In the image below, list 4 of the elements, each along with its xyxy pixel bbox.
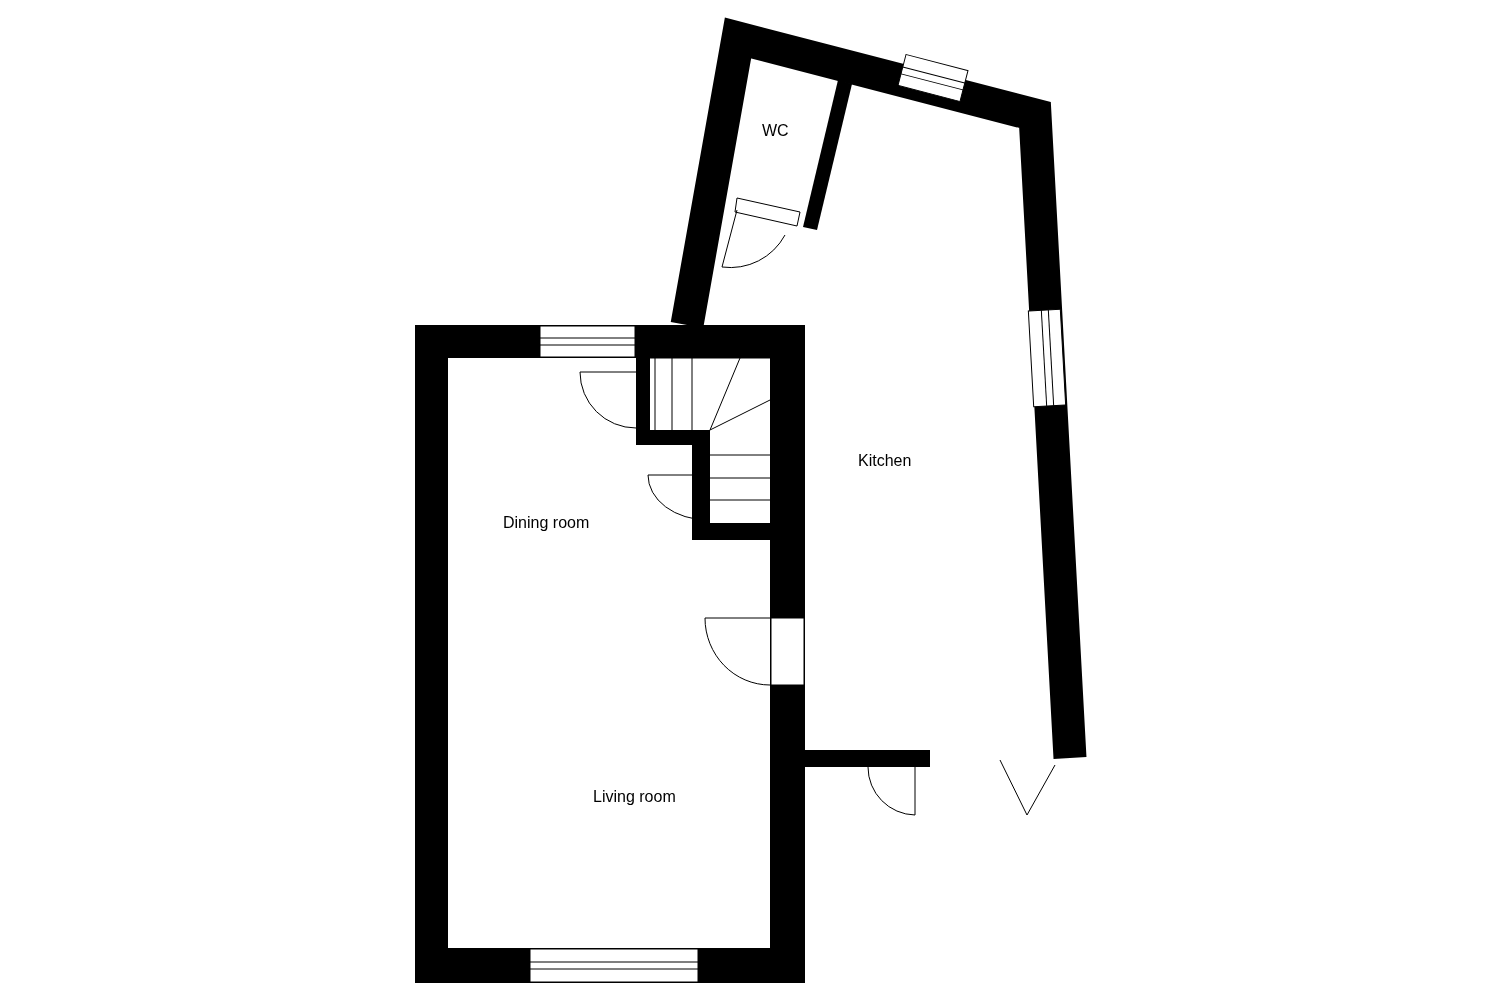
room-label: WC xyxy=(762,122,789,140)
room-label: Kitchen xyxy=(858,452,912,470)
room-label: Living room xyxy=(593,788,676,806)
room-label: Dining room xyxy=(503,514,590,532)
